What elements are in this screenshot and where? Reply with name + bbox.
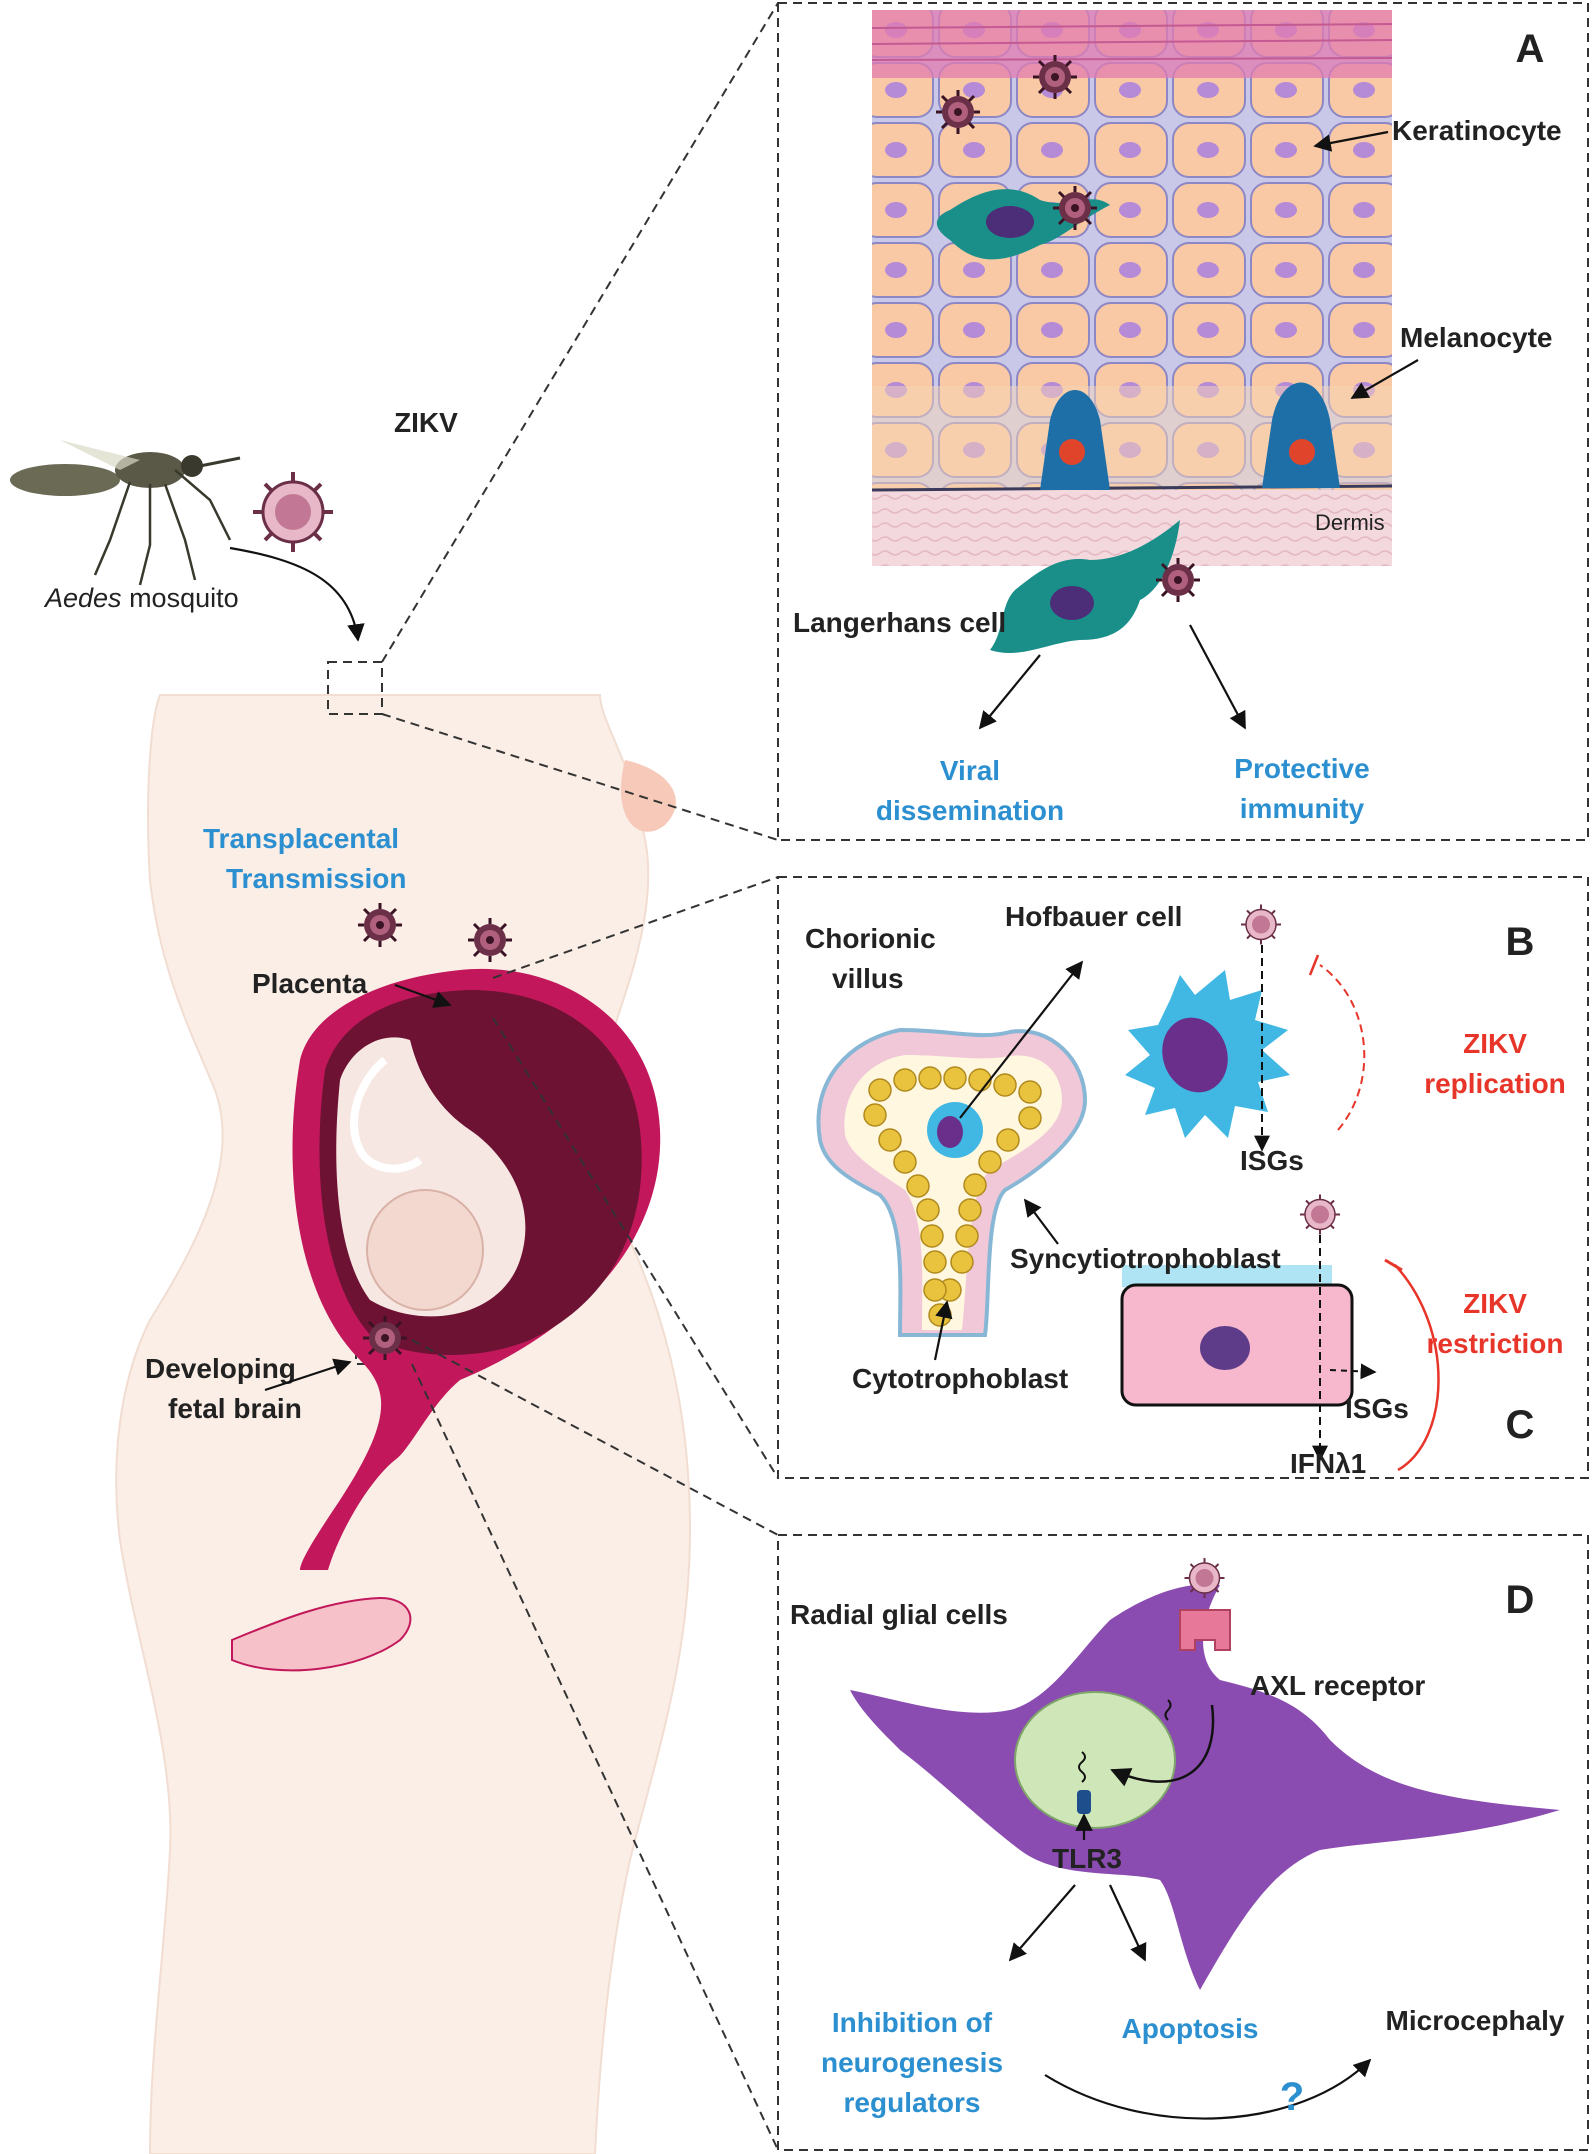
axl-receptor [1179,1609,1231,1651]
zikv-virion-icon [251,470,335,554]
restriction-zikv-label: ZIKV [1463,1288,1527,1319]
syncytiotrophoblast-label: Syncytiotrophoblast [1010,1243,1281,1274]
syncytio-arrow [1023,1198,1059,1245]
panel-c-letter: C [1506,1403,1535,1447]
zikv-virion-icon [1240,903,1282,946]
radial-glial-cell [850,1584,1560,1990]
transplacental-label: Transplacental [203,823,399,854]
virion-icon [361,1314,409,1362]
panel-d-letter: D [1506,1578,1535,1622]
tlr3-label: TLR3 [1052,1843,1122,1874]
hofbauer-label: Hofbauer cell [1005,901,1182,932]
langerhans-cell [990,520,1180,654]
microcephaly-label: Microcephaly [1386,2005,1565,2036]
mosquito-label: Aedes mosquito [43,583,239,613]
panel-d-frame [777,1534,1589,2151]
panel-a: A Keratinocyte Melanocyte Dermis Langerh… [777,2,1589,841]
cytotrophoblast-label: Cytotrophoblast [852,1363,1068,1394]
villus-label: villus [832,963,904,994]
zoom-connectors [381,2,779,2151]
brain-arrow [264,1358,352,1392]
isgs-label: ISGs [1240,1145,1304,1176]
langerhans-label: Langerhans cell [793,607,1006,638]
melanocyte-arrow [1350,359,1419,399]
virion-icon [1154,556,1202,604]
inhibition-arrow [1008,1884,1076,1962]
protective-label: Protective [1234,753,1369,784]
svg-text:Aedes mosquito: Aedes mosquito [43,583,239,613]
axl-label: AXL receptor [1250,1670,1425,1701]
melanocyte-label: Melanocyte [1400,322,1553,353]
keratinocyte-label: Keratinocyte [1392,115,1562,146]
dissemination-label: dissemination [876,795,1064,826]
uterus-illustration [231,968,661,1672]
viral-label: Viral [940,755,1000,786]
immunity-arrow [1189,624,1246,730]
question-mark: ? [1280,2075,1304,2119]
skin-zoom-box [327,661,383,715]
nucleus [1014,1691,1176,1829]
zikv-label: ZIKV [394,407,458,438]
transmission-label: Transmission [226,863,407,894]
dermis-label: Dermis [1315,510,1385,535]
virion-icon [466,916,514,964]
radial-label: Radial glial cells [790,1599,1008,1630]
panel-bc: B Chorionic villus Hofbauer cell ZIKV re… [777,876,1589,1479]
placenta-label: Placenta [252,968,368,999]
mosquito-illustration [10,440,241,586]
isgs-arrow [1329,1363,1377,1380]
panel-b-letter: B [1506,920,1535,964]
replication-label: replication [1424,1068,1566,1099]
melanocyte-cell [1262,382,1340,488]
panel-a-letter: A [1516,27,1545,71]
inhibition-label: Inhibition of [832,2007,993,2038]
replication-zikv-label: ZIKV [1463,1028,1527,1059]
bite-arrow [229,546,365,642]
isgs-label-c: ISGs [1345,1393,1409,1424]
apoptosis-arrow [1109,1884,1147,1962]
keratinocyte-arrow [1313,130,1389,152]
panel-a-frame [777,2,1589,841]
restriction-inhibit-arc [1394,1264,1440,1472]
virion-icon [934,88,982,136]
dissemination-arrow [978,654,1041,730]
developing-label: Developing [145,1353,296,1384]
zikv-virion-icon [1183,1557,1226,1599]
microcephaly-arrow [1044,2058,1372,2120]
tlr3-receptor [1077,1790,1091,1814]
replication-inhibit-arc [1319,964,1366,1131]
fetal-brain-label: fetal brain [168,1393,302,1424]
viral-rna-icon [1164,1699,1172,1721]
placenta-arrow [394,983,452,1008]
immunity-label: immunity [1240,793,1365,824]
virion-icon [356,901,404,949]
restriction-label: restriction [1427,1328,1564,1359]
virion-icon [1031,53,1079,101]
syncytio-layer [1122,1265,1332,1287]
hofbauer-arrow [959,960,1084,1119]
virion-icon [1051,184,1099,232]
ifn-label: IFNλ1 [1290,1448,1366,1479]
neurogenesis-label: neurogenesis [821,2047,1003,2078]
viral-rna-icon [1078,1751,1086,1783]
panel-bc-frame [777,876,1589,1479]
apoptosis-label: Apoptosis [1122,2013,1259,2044]
chorionic-label: Chorionic [805,923,936,954]
cytotrophoblast-arrow [933,1300,953,1361]
panel-d: D Radial glial cells AXL receptor TLR3 I… [777,1534,1589,2151]
zikv-virion-icon [1299,1193,1341,1236]
regulators-label: regulators [844,2087,981,2118]
entry-arrow [1110,1704,1215,1787]
